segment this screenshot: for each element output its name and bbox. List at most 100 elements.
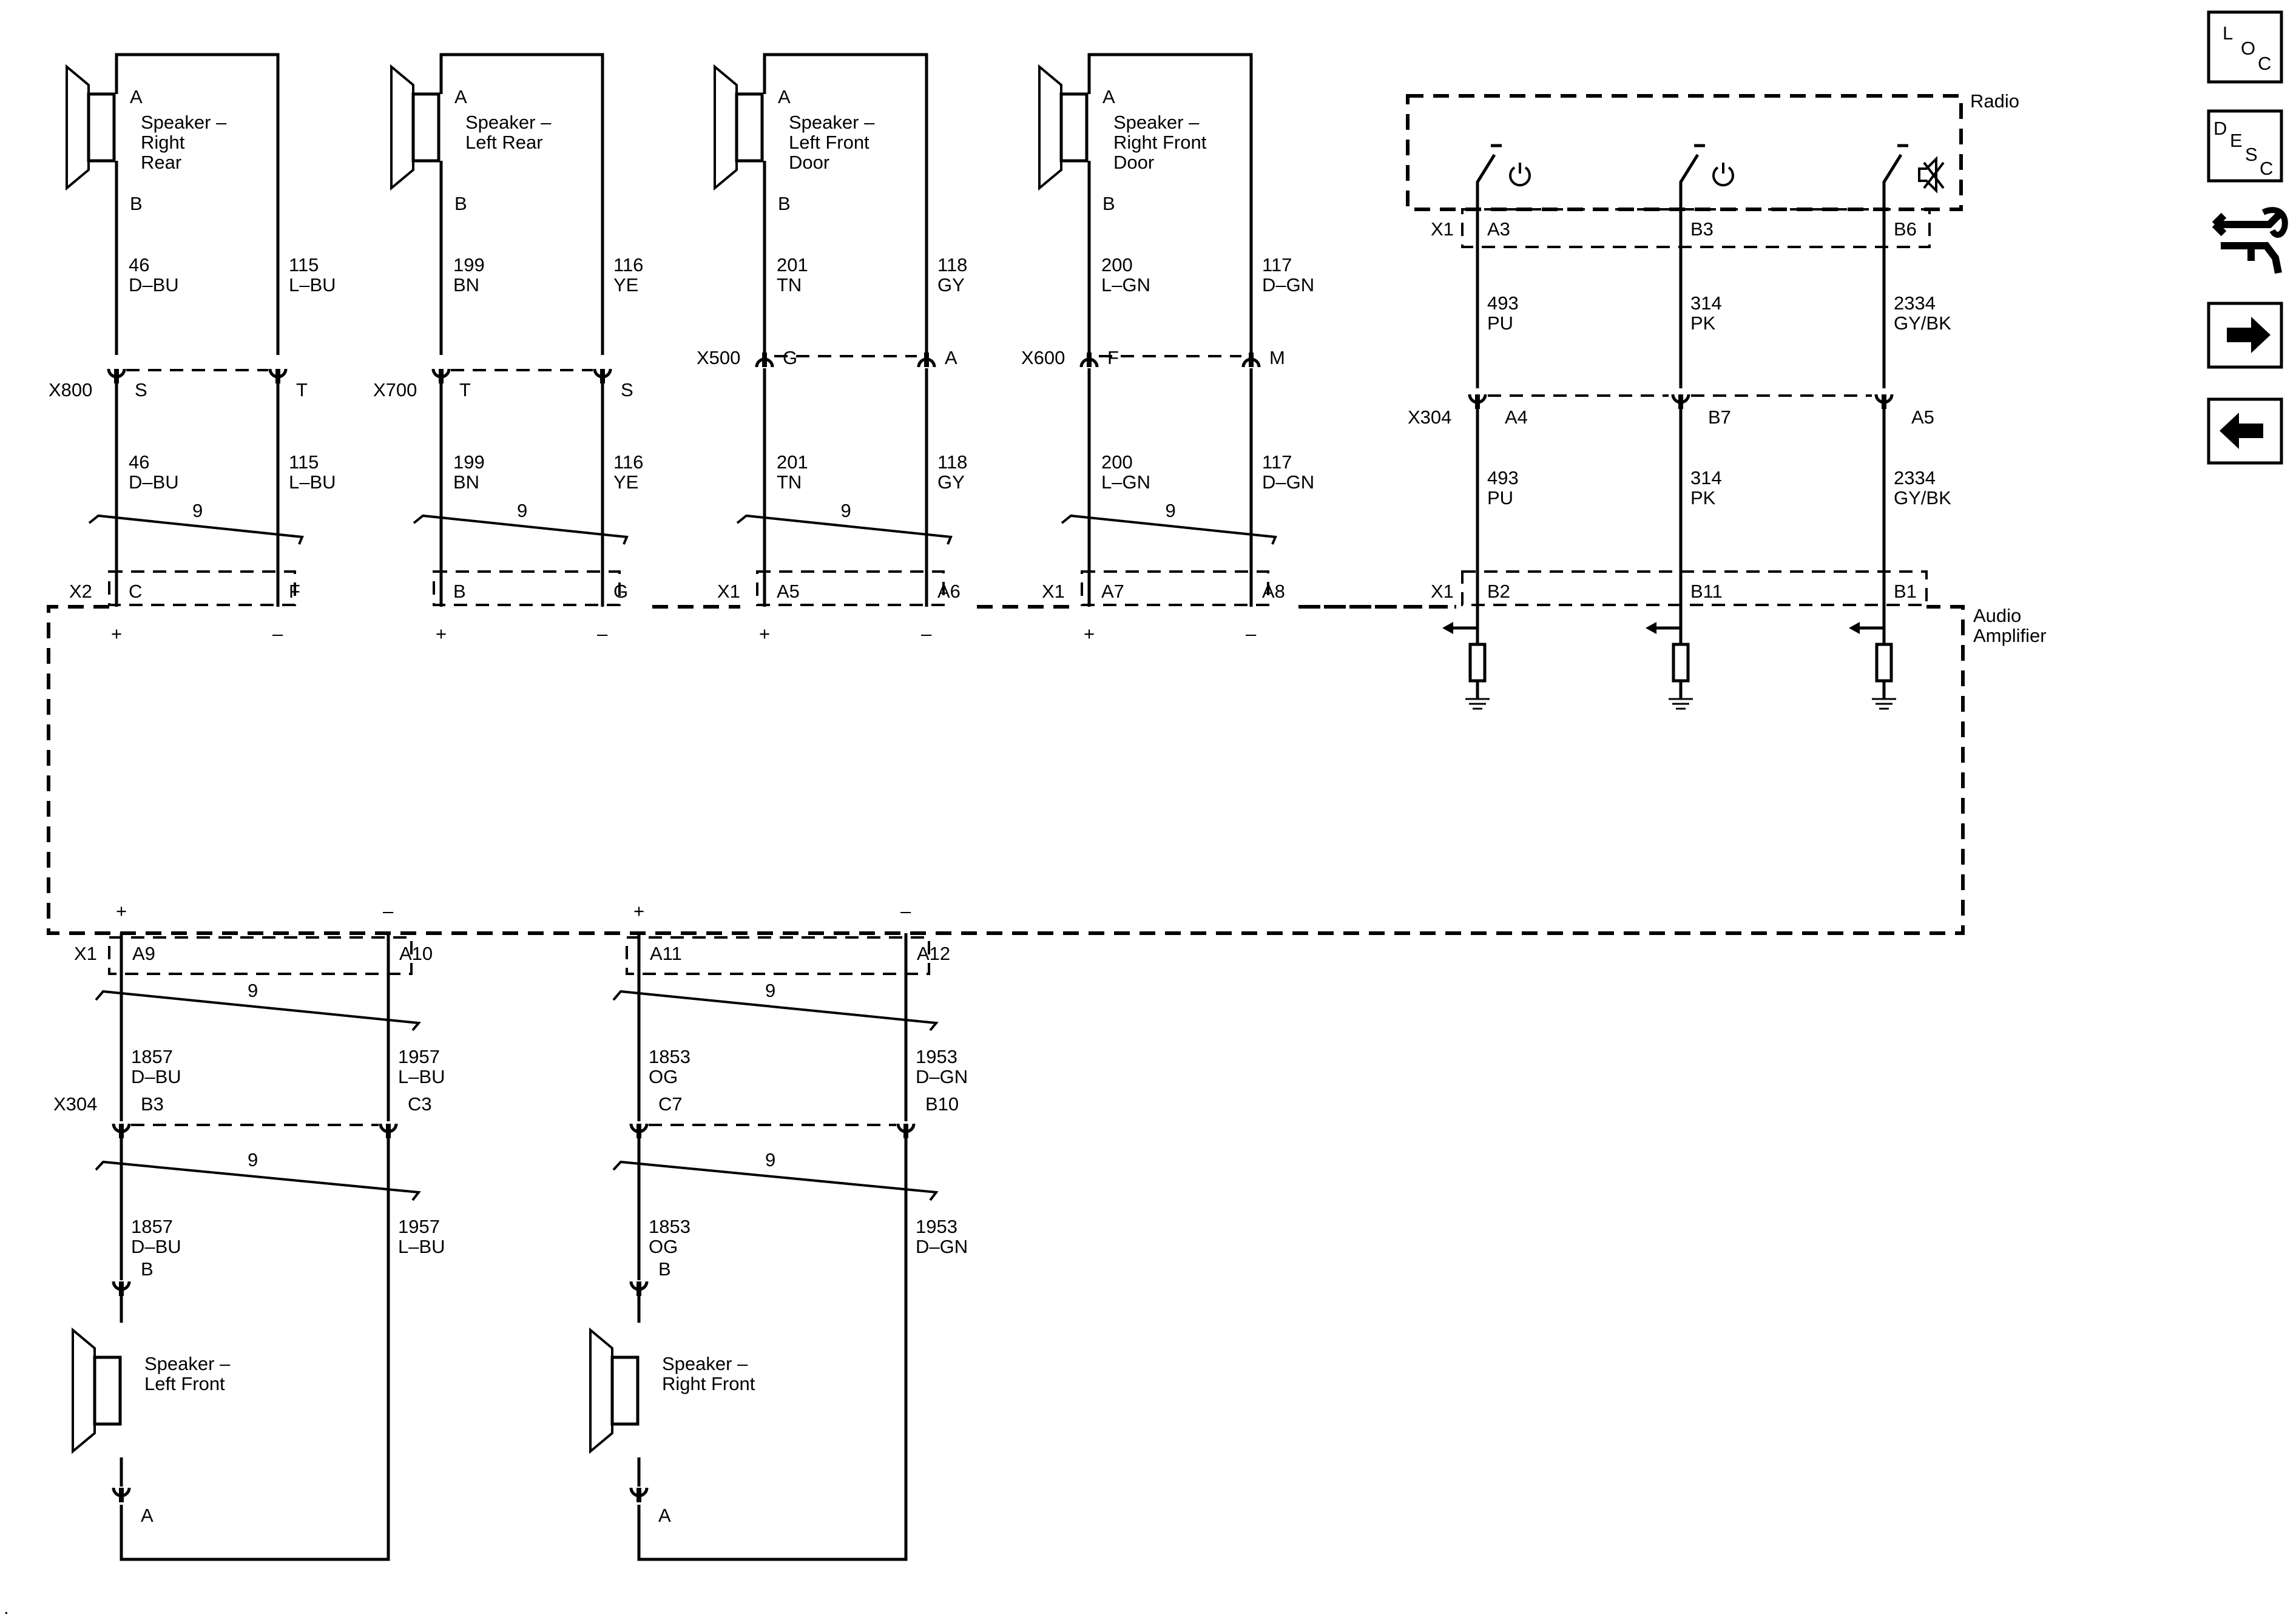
wire-label: 1853 xyxy=(649,1046,690,1067)
wire xyxy=(120,933,390,1561)
connector-tools-icon[interactable] xyxy=(2212,207,2288,274)
connector-pin xyxy=(1243,353,1259,367)
pin-label: B xyxy=(454,193,467,214)
twist-label: 9 xyxy=(517,500,527,521)
pin-label: A xyxy=(454,86,467,107)
wire-label: 115 xyxy=(289,451,319,473)
pin-label: A8 xyxy=(1262,581,1285,602)
pin-label: A5 xyxy=(777,581,800,602)
pin-label: A5 xyxy=(1911,407,1934,428)
speaker-name: Left Front xyxy=(144,1373,225,1394)
pin-label: A9 xyxy=(132,943,155,964)
wire xyxy=(637,933,908,1561)
connector-pin xyxy=(631,1281,647,1296)
wire-label: 201 xyxy=(777,254,808,275)
arrow-left-icon xyxy=(1646,622,1656,634)
nav-back-button[interactable] xyxy=(2207,397,2283,465)
wire-label: GY xyxy=(937,471,965,493)
pin-label: S xyxy=(135,379,147,400)
desc-icon: D xyxy=(2213,118,2227,139)
nav-loc-button[interactable]: L O C xyxy=(2207,10,2283,84)
pin-label: C xyxy=(129,581,142,602)
connector-id: X304 xyxy=(53,1093,97,1115)
connector-pin xyxy=(270,369,286,383)
speaker-name: Speaker – xyxy=(141,112,227,133)
speaker-name: Door xyxy=(1113,152,1154,173)
svg-text:C: C xyxy=(2260,158,2273,179)
wire-label: YE xyxy=(613,471,638,493)
connector-pin xyxy=(898,1124,914,1138)
wire-label: 199 xyxy=(453,254,485,275)
nav-forward-button[interactable] xyxy=(2207,302,2283,369)
wire-label: L–BU xyxy=(289,274,336,295)
speaker-icon xyxy=(391,67,439,188)
pin-label: B xyxy=(1102,193,1115,214)
connector-pin xyxy=(113,1281,129,1296)
pin-label: A7 xyxy=(1101,581,1124,602)
connector-pin xyxy=(1470,394,1485,409)
pin-label: B xyxy=(453,581,466,602)
connector-id: X1 xyxy=(717,581,740,602)
twist-label: 9 xyxy=(248,1149,258,1170)
polarity-minus: – xyxy=(921,623,932,644)
amp-connector xyxy=(756,570,945,606)
twist-label: 9 xyxy=(841,500,851,521)
wire-label: BN xyxy=(453,274,479,295)
twist-label: 9 xyxy=(765,980,775,1001)
twisted-pair-marker xyxy=(88,514,304,545)
radio-connector xyxy=(1461,208,1931,248)
connector-id: X500 xyxy=(697,347,740,368)
speaker-icon xyxy=(73,1330,120,1451)
wire-label: L–BU xyxy=(398,1236,445,1257)
connector-id: X2 xyxy=(69,581,92,602)
twist-label: 9 xyxy=(248,980,258,1001)
loc-icon: L xyxy=(2223,22,2233,44)
svg-text:C: C xyxy=(2258,53,2271,74)
switch-blade xyxy=(1882,154,1903,188)
twist-label: 9 xyxy=(1166,500,1176,521)
wire-label: PK xyxy=(1690,487,1716,508)
pin-label: A xyxy=(1102,86,1115,107)
speaker-body xyxy=(1039,67,1087,188)
wire-label: OG xyxy=(649,1066,678,1087)
polarity-minus: – xyxy=(597,623,608,644)
ground-icon xyxy=(1667,698,1694,710)
mute-icon xyxy=(1918,156,1945,194)
speaker-body xyxy=(590,1330,638,1451)
pin-label: A6 xyxy=(937,581,961,602)
amplifier-label: Audio xyxy=(1973,605,2021,626)
wire-label: 314 xyxy=(1690,292,1722,314)
wire-label: 117 xyxy=(1262,451,1292,473)
twisted-pair-marker xyxy=(413,514,629,545)
wire-label: 1953 xyxy=(916,1216,957,1237)
amp-connector xyxy=(1081,570,1269,606)
power-icon xyxy=(1509,163,1531,187)
pin-label: A12 xyxy=(917,943,950,964)
arrow-right-icon xyxy=(2227,317,2271,353)
nav-desc-button[interactable]: D E S C xyxy=(2207,109,2283,183)
pin-label: C3 xyxy=(408,1093,432,1115)
pin-label: C7 xyxy=(658,1093,683,1115)
pin-label: A11 xyxy=(650,943,682,964)
wire-label: 1953 xyxy=(916,1046,957,1067)
pin-label: B1 xyxy=(1894,581,1917,602)
upper-speaker-circuit: Speaker –Right FrontDoorAB200L–GN117D–GN… xyxy=(1021,53,1314,644)
wire-label: 46 xyxy=(129,451,149,473)
speaker-body xyxy=(67,67,114,188)
audio-amplifier-module: Audio Amplifier xyxy=(47,605,2047,935)
pin-label: F xyxy=(289,581,300,602)
speaker-name: Left Rear xyxy=(465,132,543,153)
pin-label: G xyxy=(613,581,628,602)
wire-label: D–BU xyxy=(129,471,179,493)
svg-text:E: E xyxy=(2230,130,2243,151)
twist-label: 9 xyxy=(765,1149,775,1170)
pin-label: A10 xyxy=(399,943,433,964)
polarity-plus: + xyxy=(633,900,644,922)
connector-pin xyxy=(380,1124,396,1138)
wire-label: 116 xyxy=(613,451,643,473)
speaker-name: Right Front xyxy=(1113,132,1207,153)
speaker-icon xyxy=(590,1330,638,1451)
radio-label: Radio xyxy=(1970,90,2019,112)
